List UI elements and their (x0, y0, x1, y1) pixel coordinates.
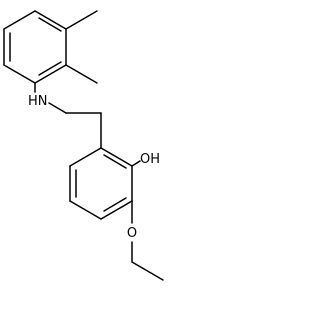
methyl-bond-3 (65, 10, 98, 30)
ring-b-bond (100, 200, 133, 220)
ring-b-bond (100, 147, 133, 167)
dimethylphenyl-ring (3, 10, 67, 84)
ethyl-bond (131, 261, 164, 281)
ring-a-bond (3, 10, 36, 30)
nitrogen-methylene-bond (48, 102, 67, 114)
methyl-bond-2 (65, 64, 98, 84)
ring-a-double-bond (38, 61, 62, 76)
chemical-structure-diagram: HN OH O (3, 10, 164, 281)
amine-label: HN (28, 94, 48, 109)
ring-b-double-bond (103, 197, 127, 212)
ring-b-bond (69, 200, 102, 220)
ring-b-double-bond (103, 154, 127, 169)
ring-a-bond (34, 10, 67, 30)
ring-a-bond (3, 64, 36, 84)
ring-b-bond (69, 147, 102, 167)
hydroxyl-bond (131, 160, 141, 167)
ring-a-bond (34, 64, 67, 84)
ether-oxygen-label: O (127, 226, 137, 241)
hydroxyl-label: OH (140, 152, 160, 167)
ethoxyphenol-ring (69, 147, 133, 220)
ring-a-double-bond (38, 17, 62, 32)
